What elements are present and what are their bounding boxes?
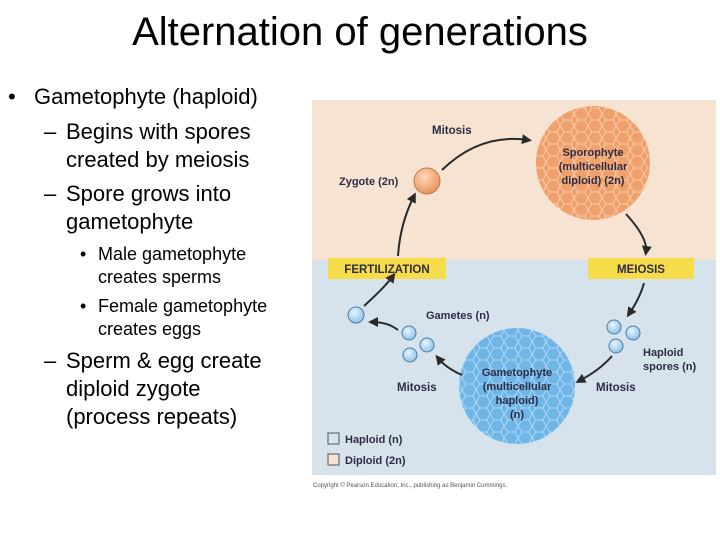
legend-diploid-swatch — [328, 454, 339, 465]
meiosis-label: MEIOSIS — [617, 264, 665, 276]
gametes-label: Gametes (n) — [426, 310, 490, 322]
gamete-cell — [348, 307, 364, 323]
zygote-label: Zygote (2n) — [339, 176, 399, 188]
gamete-cell — [403, 348, 417, 362]
spore-cell — [609, 339, 623, 353]
sporophyte-label-2: (multicellular — [559, 161, 628, 173]
gametophyte-label-2: (multicellular — [483, 381, 552, 393]
legend-haploid-label: Haploid (n) — [345, 434, 403, 446]
sporophyte-label-3: diploid) (2n) — [562, 175, 625, 187]
legend-haploid-swatch — [328, 433, 339, 444]
zygote-cell — [414, 168, 440, 194]
fertilization-label: FERTILIZATION — [344, 264, 429, 276]
mitosis-label-right: Mitosis — [596, 382, 636, 394]
spore-cell — [607, 320, 621, 334]
spore-cell — [626, 326, 640, 340]
copyright-note: Copyright © Pearson Education, Inc., pub… — [313, 482, 508, 489]
mitosis-label-top: Mitosis — [432, 125, 472, 137]
gametophyte-label-4: (n) — [510, 409, 524, 421]
haploid-spores-label-1: Haploid — [643, 347, 683, 359]
gametophyte-label-3: haploid) — [496, 395, 539, 407]
gametophyte-label-1: Gametophyte — [482, 367, 552, 379]
gamete-cell — [420, 338, 434, 352]
haploid-spores-label-2: spores (n) — [643, 361, 697, 373]
gamete-cell — [402, 326, 416, 340]
mitosis-label-left: Mitosis — [397, 382, 437, 394]
sporophyte-label-1: Sporophyte — [562, 147, 623, 159]
legend-diploid-label: Diploid (2n) — [345, 455, 406, 467]
